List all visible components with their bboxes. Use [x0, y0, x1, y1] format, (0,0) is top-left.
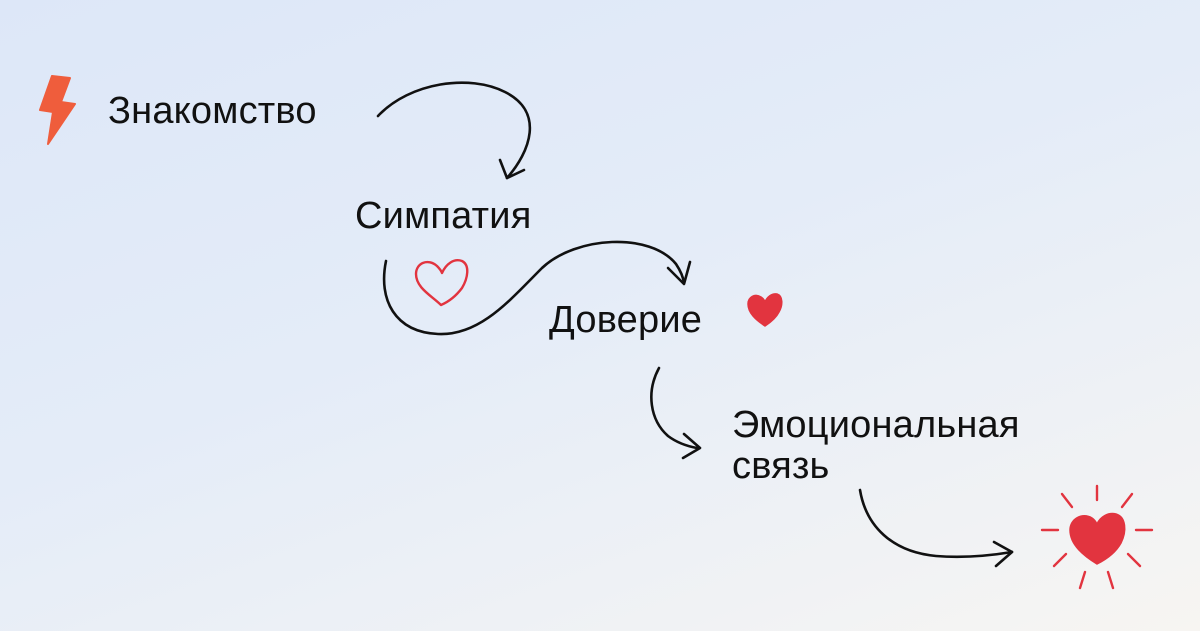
big-heart-shape — [1069, 512, 1126, 565]
arrowhead-step-3-to-4 — [681, 432, 702, 460]
heart-glow-rays — [1040, 484, 1154, 590]
arrowhead-step-1-to-2 — [498, 158, 526, 180]
step-label-emotional-bond: Эмоциональная связь — [732, 404, 1020, 488]
arrow-step-3-to-4 — [650, 366, 699, 450]
lightning-bolt-icon — [39, 75, 76, 145]
arrowhead-step-2-to-3 — [666, 260, 692, 286]
glowing-heart-icon — [1040, 484, 1154, 590]
step-label-acquaintance: Знакомство — [108, 90, 317, 132]
arrow-step-1-to-2 — [376, 81, 532, 180]
arrowhead-step-4-to-heart — [992, 540, 1014, 568]
step-label-sympathy: Симпатия — [355, 195, 532, 237]
heart-icon — [747, 293, 783, 327]
step-label-trust: Доверие — [549, 299, 703, 341]
heart-outline-icon — [414, 259, 469, 307]
arrow-step-2-to-3 — [382, 240, 686, 336]
arrow-step-4-to-heart — [858, 488, 1014, 559]
